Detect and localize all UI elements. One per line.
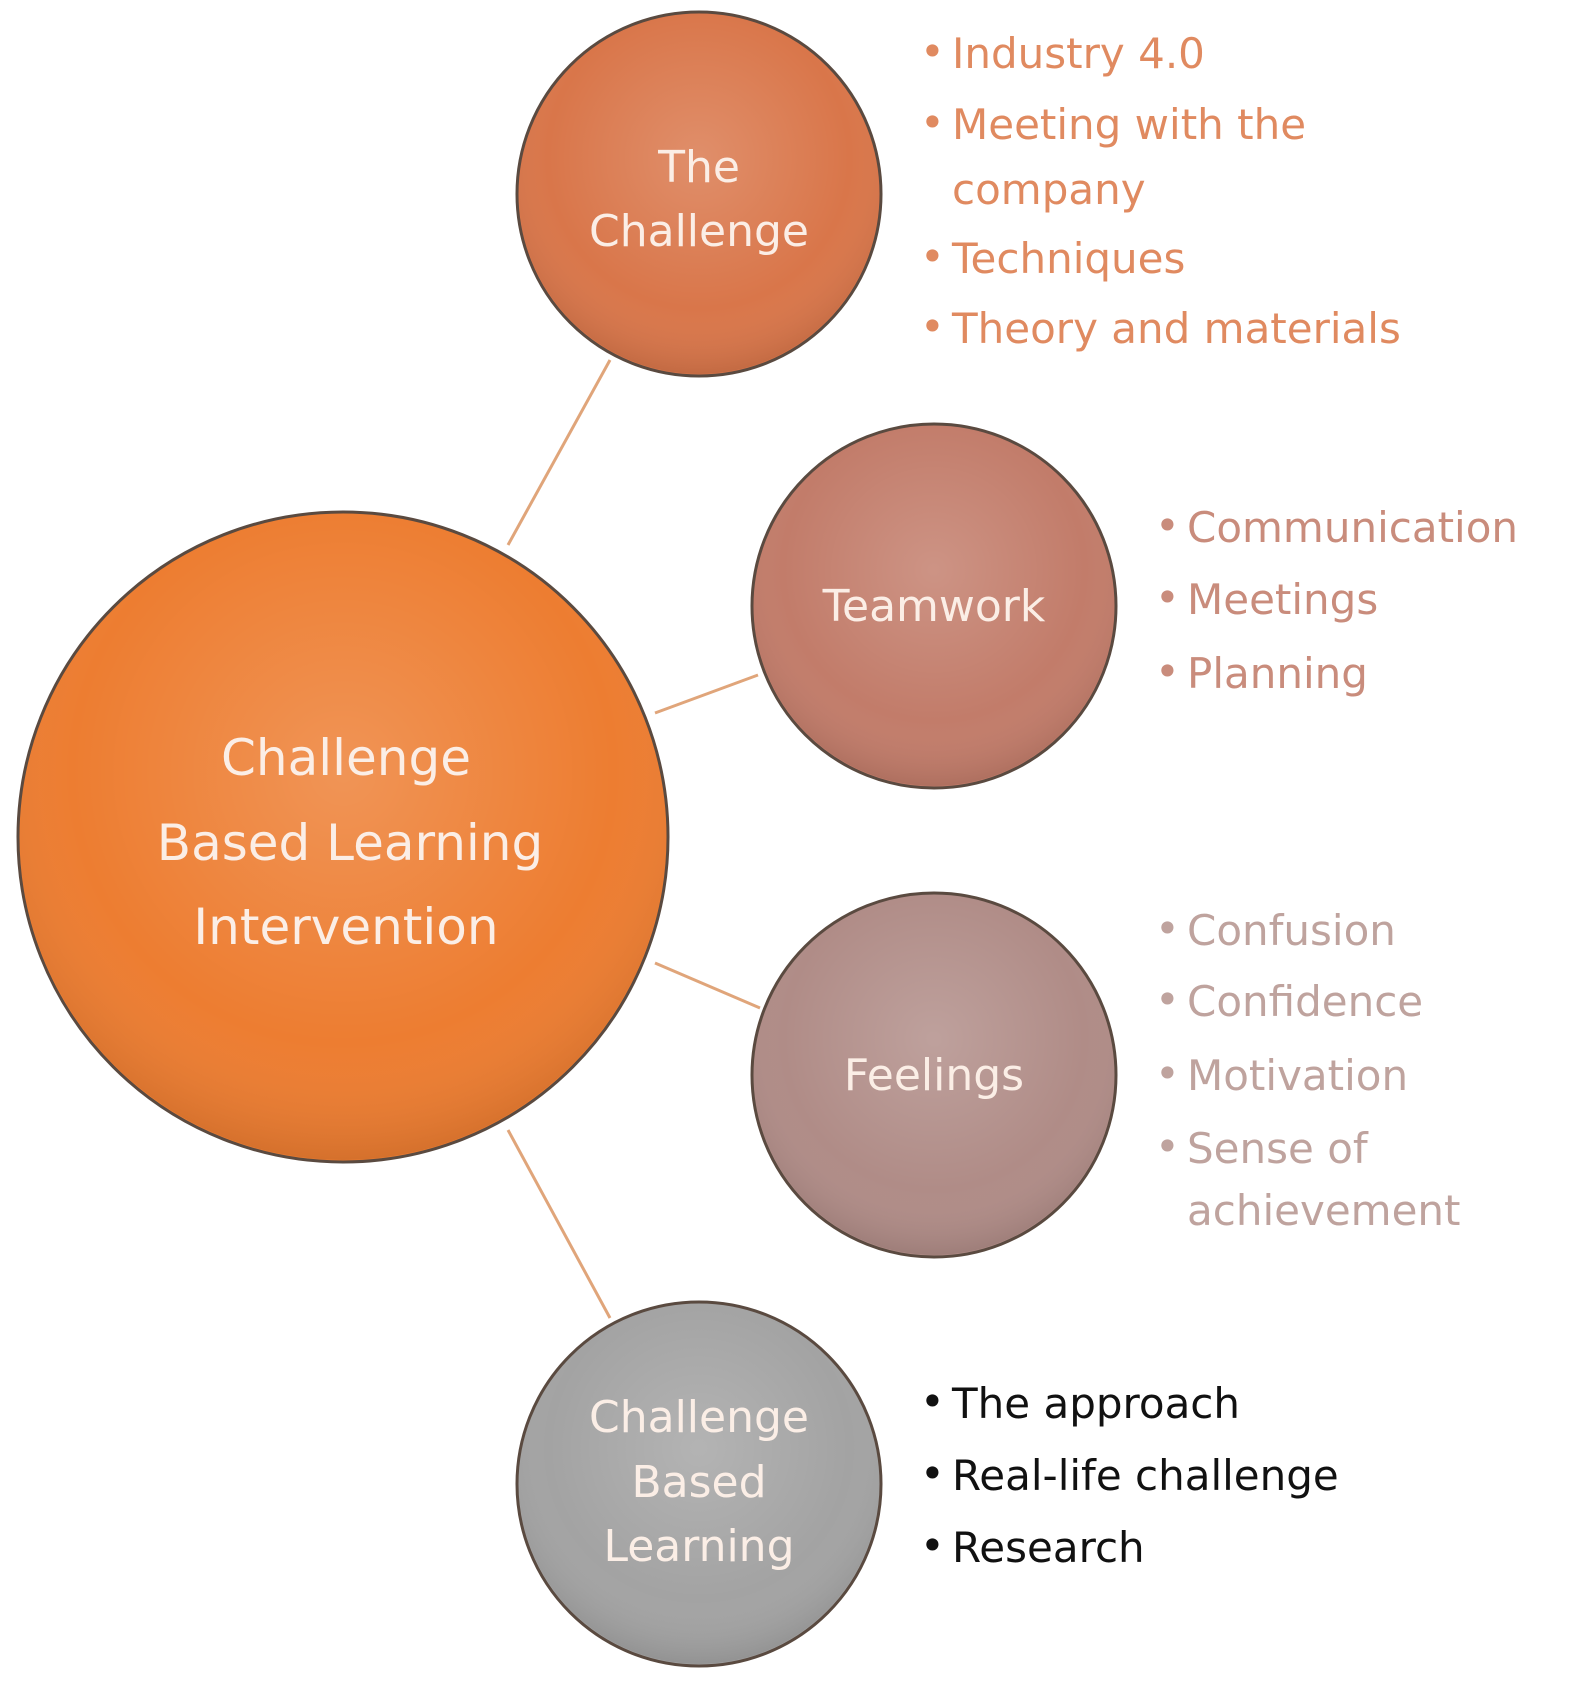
central-label-line-2: Based Learning	[157, 814, 543, 872]
challenge-label-line-1: The	[657, 142, 740, 193]
challenge-item-2-cont: company	[952, 165, 1146, 214]
challenge-item-3: Techniques	[951, 234, 1185, 283]
feelings-item-2: Confidence	[1187, 977, 1423, 1026]
central-label-line-3: Intervention	[193, 898, 498, 956]
cbl-label-line-3: Learning	[603, 1521, 794, 1572]
challenge-bullet-1: •	[920, 27, 945, 76]
cbl-item-2: Real-life challenge	[952, 1451, 1339, 1500]
challenge-bullet-4: •	[920, 302, 945, 351]
connector-cbl	[506, 1129, 612, 1319]
connector-challenge	[506, 359, 612, 546]
connector-teamwork	[654, 673, 759, 715]
challenge-bullet-3: •	[920, 232, 945, 281]
feelings-item-1: Confusion	[1187, 906, 1396, 955]
cbl-label-line-2: Based	[631, 1457, 766, 1508]
central-label-line-1: Challenge	[221, 729, 471, 787]
teamwork-item-3: Planning	[1187, 649, 1368, 698]
feelings-bullet-3: •	[1155, 1049, 1180, 1098]
node-challenge: The Challenge	[515, 10, 883, 378]
feelings-bullet-2: •	[1155, 975, 1180, 1024]
node-cbl: Challenge Based Learning	[515, 1300, 883, 1668]
feelings-item-4: Sense of	[1187, 1124, 1369, 1173]
challenge-item-1: Industry 4.0	[952, 29, 1205, 78]
node-feelings: Feelings	[750, 891, 1118, 1259]
cbl-item-1: The approach	[951, 1379, 1240, 1428]
challenge-label-line-2: Challenge	[589, 206, 809, 257]
teamwork-bullet-1: •	[1155, 501, 1180, 550]
feelings-item-4-cont: achievement	[1187, 1186, 1461, 1235]
teamwork-item-1: Communication	[1187, 503, 1518, 552]
connectors	[506, 359, 761, 1319]
feelings-item-3: Motivation	[1187, 1051, 1408, 1100]
cbl-bullet-1: •	[920, 1377, 945, 1426]
challenge-list: • Industry 4.0 • Meeting with the compan…	[920, 27, 1401, 353]
challenge-item-4: Theory and materials	[951, 304, 1401, 353]
feelings-bullet-1: •	[1155, 904, 1180, 953]
teamwork-label: Teamwork	[822, 581, 1046, 632]
feelings-label: Feelings	[844, 1050, 1024, 1101]
feelings-list: • Confusion • Confidence • Motivation • …	[1155, 904, 1461, 1235]
cbl-item-3: Research	[952, 1523, 1145, 1572]
teamwork-item-2: Meetings	[1187, 575, 1378, 624]
node-teamwork: Teamwork	[750, 422, 1118, 790]
cbl-bullet-3: •	[920, 1521, 945, 1570]
cbl-label-line-1: Challenge	[589, 1392, 809, 1443]
teamwork-list: • Communication • Meetings • Planning	[1155, 501, 1518, 698]
teamwork-bullet-2: •	[1155, 573, 1180, 622]
central-node: Challenge Based Learning Intervention	[16, 510, 670, 1164]
feelings-bullet-4: •	[1155, 1122, 1180, 1171]
connector-feelings	[654, 961, 761, 1010]
cbl-bullet-2: •	[920, 1449, 945, 1498]
challenge-bullet-2: •	[920, 98, 945, 147]
cbl-list: • The approach • Real-life challenge • R…	[920, 1377, 1339, 1572]
teamwork-bullet-3: •	[1155, 647, 1180, 696]
challenge-item-2: Meeting with the	[952, 100, 1306, 149]
